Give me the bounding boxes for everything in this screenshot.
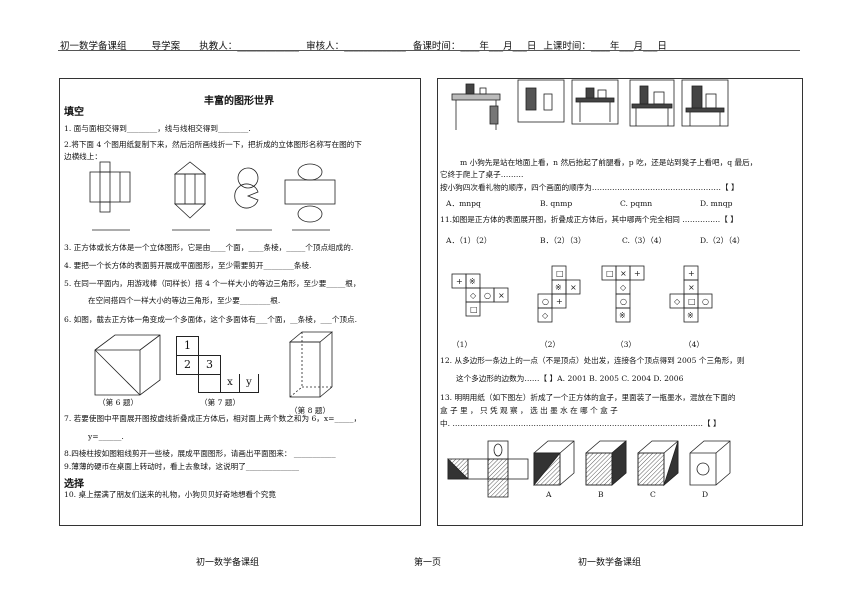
header-prep-date: 备课时间：____年___月___日 — [412, 41, 537, 52]
question-13-line3: 中. ………………………………………………………………………………………【 】 — [440, 419, 721, 428]
q10-pictures — [451, 79, 729, 130]
q13-caption-b: B — [598, 490, 604, 499]
svg-text:×: × — [688, 283, 695, 292]
q11-caption-1: （1） — [452, 340, 473, 349]
svg-text:◇: ◇ — [542, 311, 549, 320]
svg-text:□: □ — [556, 269, 564, 278]
question-7-line2: y=______. — [88, 432, 124, 441]
svg-text:+: + — [688, 269, 695, 278]
header-group: 初一数学备课组 — [60, 41, 127, 52]
q11-caption-3: （3） — [616, 340, 637, 349]
q11-nets-figure: + ※ ◇ ○ × □ □ ※ × ○ + ◇ □ × + ◇ ○ ※ + × ◇ □ ○ ※ — [451, 265, 713, 323]
svg-text:※: ※ — [469, 277, 476, 286]
question-5-line2: 在空间搭四个一样大小的等边三角形，至少要________根. — [88, 296, 281, 305]
header-doc: 导学案 — [151, 41, 181, 52]
picture-3 — [571, 79, 619, 125]
question-10-story-line1: m 小狗先是站在地面上看，n 然后抬起了前腿看，p 吃，还是站到凳子上看吧，q … — [460, 158, 758, 167]
question-12-line1: 12. 从多边形一条边上的一点（不是顶点）处出发，连接各个顶点得到 2005 个… — [440, 356, 745, 365]
picture-5 — [681, 79, 729, 127]
header-teacher: 执教人：_____________ — [199, 41, 300, 52]
right-panel — [437, 78, 803, 526]
svg-text:+: + — [556, 297, 563, 306]
left-panel — [59, 78, 421, 526]
page-header: 初一数学备课组 导学案 执教人：_____________ 审核人：______… — [60, 38, 800, 52]
svg-text:□: □ — [606, 269, 614, 278]
footer-left: 初一数学备课组 — [196, 558, 260, 568]
question-9: 9.薄薄的硬币在桌面上转动时，看上去象球，这说明了______________ — [64, 462, 300, 471]
net7-cell-3: 3 — [198, 355, 221, 375]
net7-cell-x: x — [220, 374, 240, 393]
header-rule — [58, 50, 800, 51]
svg-text:+: + — [456, 277, 463, 286]
footer-right: 初一数学备课组 — [578, 558, 642, 568]
picture-1 — [451, 83, 501, 130]
svg-text:□: □ — [688, 297, 696, 306]
q10-option-d: D. mnqp — [700, 199, 733, 208]
svg-text:×: × — [570, 283, 577, 292]
q13-caption-a: A — [546, 490, 552, 499]
svg-text:※: ※ — [619, 311, 626, 320]
q11-option-c: C.（3）（4） — [622, 236, 667, 245]
net7-cell-2: 2 — [176, 355, 199, 375]
q11-option-b: B．（2）（3） — [540, 236, 586, 245]
question-8: 8.四棱柱按如图粗线剪开一些棱，展成平面图形，请画出平面图来： ________… — [64, 449, 336, 458]
svg-text:※: ※ — [687, 311, 694, 320]
section-choice-heading: 选择 — [64, 479, 84, 490]
header-class-date: 上课时间：____年___月___日 — [543, 41, 667, 52]
svg-text:×: × — [620, 269, 627, 278]
question-6: 6. 如图，截去正方体一角变成一个多面体，这个多面体有___个面，__条棱，__… — [64, 315, 358, 324]
caption-q8: （第 8 题） — [290, 406, 331, 415]
header-reviewer: 审核人：_____________ — [306, 41, 406, 52]
question-10: 10. 桌上摆满了朋友们送来的礼物，小狗贝贝好奇地想看个究竟 — [64, 490, 276, 499]
worksheet-title: 丰富的图形世界 — [204, 96, 274, 107]
svg-text:○: ○ — [542, 297, 549, 306]
svg-text:×: × — [498, 291, 505, 300]
q10-option-c: C. pqmn — [620, 199, 653, 208]
net7-cell-blank — [198, 374, 221, 393]
question-4: 4. 要把一个长方体的表面剪开展成平面图形，至少需要剪开________条棱. — [64, 261, 312, 270]
footer-page-number: 第一页 — [414, 558, 442, 568]
question-10-story-line2: 它终于爬上了桌子……… — [440, 170, 524, 179]
question-11: 11.如图是正方体的表面展开图，折叠成正方体后，其中哪两个完全相同 ……………【… — [440, 215, 738, 224]
q6-q7-q8-figures — [94, 331, 334, 398]
q13-figures — [447, 440, 731, 498]
caption-q7: （第 7 题） — [200, 398, 241, 407]
question-7-line1: 7. 若要使图中平面展开图按虚线折叠成正方体后，相对面上两个数之和为 6，x=_… — [64, 414, 362, 423]
net7-cell-y: y — [239, 374, 259, 393]
section-fill-heading: 填空 — [64, 107, 84, 118]
question-5-line1: 5. 在同一平面内，用游戏棒（同样长）搭 4 个一样大小的等边三角形，至少要__… — [64, 279, 361, 288]
svg-text:◇: ◇ — [470, 291, 477, 300]
svg-text:○: ○ — [484, 291, 491, 300]
q10-option-a: A．mnpq — [446, 199, 481, 208]
q11-caption-2: （2） — [540, 340, 561, 349]
question-3: 3. 正方体或长方体是一个立体图形，它是由____个面，____条棱，_____… — [64, 243, 354, 252]
question-12-line2: 这个多边形的边数为……【 】A. 2001 B. 2005 C. 2004 D.… — [456, 374, 684, 383]
svg-text:○: ○ — [702, 297, 709, 306]
question-2-line2: 边横线上： — [64, 152, 102, 161]
picture-2 — [517, 79, 565, 123]
caption-q6: （第 6 题） — [98, 398, 139, 407]
svg-text:○: ○ — [620, 297, 627, 306]
q10-option-b: B. qnmp — [540, 199, 573, 208]
svg-text:※: ※ — [555, 283, 562, 292]
net7-cell-1: 1 — [176, 336, 199, 356]
svg-text:◇: ◇ — [620, 283, 627, 292]
q11-caption-4: （4） — [684, 340, 705, 349]
question-10-prompt: 按小狗四次看礼物的顺序，四个画面的顺序为……………………………………………【 】 — [440, 183, 739, 192]
question-13-line1: 13. 明明用纸（如下图左）折成了一个正方体的盒子，里面装了一瓶墨水，混放在下面… — [440, 393, 736, 402]
question-13-line2: 盒 子 里 ， 只 凭 观 察 ， 选 出 墨 水 在 哪 个 盒 子 — [440, 406, 618, 415]
q13-caption-c: C — [650, 490, 656, 499]
q2-nets-figure — [89, 161, 336, 231]
question-2-line1: 2.将下面 4 个图用纸复制下来，然后沿所画线折一下，把折成的立体图形名称写在图… — [64, 140, 362, 149]
svg-text:◇: ◇ — [674, 297, 681, 306]
q11-option-a: A．（1）（2） — [446, 236, 492, 245]
picture-4 — [629, 79, 675, 127]
svg-text:+: + — [634, 269, 641, 278]
svg-text:□: □ — [470, 305, 478, 314]
q11-option-d: D.（2）（4） — [700, 236, 745, 245]
question-1: 1. 面与面相交得到________，线与线相交得到________. — [64, 124, 251, 133]
q13-caption-d: D — [702, 490, 709, 499]
